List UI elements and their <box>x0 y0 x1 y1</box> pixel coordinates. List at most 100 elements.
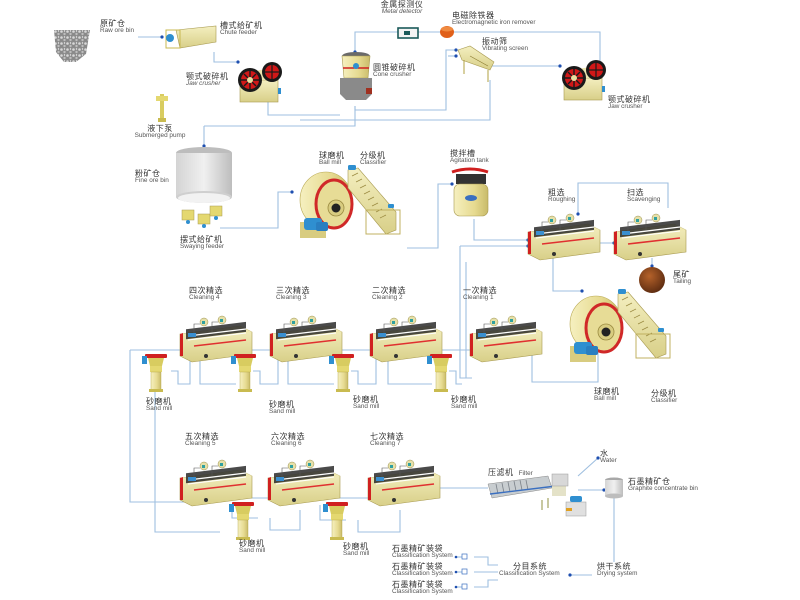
label-jaw-crusher-1: 颚式破碎机 Jaw crusher <box>186 72 229 88</box>
label-zh: 球磨机 <box>594 387 620 396</box>
label-zh: 四次精选 <box>189 286 223 295</box>
label-en: Classification System <box>392 588 453 596</box>
label-en: Sand mill <box>451 403 478 411</box>
cleaning-5-cell-shape <box>179 459 253 507</box>
label-en: Filter <box>518 470 533 477</box>
sand-mill-6-shape <box>322 501 349 541</box>
label-scavenging: 扫选 Scavenging <box>627 188 661 204</box>
label-zh: 金属探测仪 <box>380 0 424 9</box>
jaw-crusher-1-shape <box>237 61 283 103</box>
iron-remover-shape <box>440 26 454 38</box>
label-drying-system: 烘干系统 Drying system <box>597 562 638 578</box>
label-en: Classification System <box>499 570 560 578</box>
label-bag-2: 石墨精矿装袋 Classification System <box>392 562 453 578</box>
label-zh: 砂磨机 <box>451 395 477 404</box>
metal-detector-shape <box>397 27 419 39</box>
label-zh: 振动筛 <box>482 37 508 46</box>
label-chute-feeder: 槽式给矿机 Chute feeder <box>220 21 263 37</box>
label-fine-ore-bin: 粉矿仓 Fine ore bin <box>135 169 169 185</box>
flow-lines <box>129 31 669 588</box>
sand-mill-2-shape <box>230 353 257 393</box>
label-en: Sand mill <box>146 405 173 413</box>
label-en: Sand mill <box>343 550 370 558</box>
label-metal-detector: 金属探测仪 Metal detector <box>380 0 424 16</box>
label-en: Swaying feeder <box>180 243 225 251</box>
ball-mill-classifier-2-shape <box>568 287 672 364</box>
label-ball-mill-1: 球磨机 Ball mill <box>319 151 345 167</box>
jaw-crusher-2-shape <box>561 59 607 101</box>
vibrating-screen-shape <box>457 45 495 82</box>
submerged-pump-shape <box>156 94 168 122</box>
sand-mill-4-shape <box>426 353 453 393</box>
tailing-shape <box>639 267 665 293</box>
label-en: Classifier <box>651 397 678 405</box>
label-raw-ore-bin: 原矿仓 Raw ore bin <box>100 19 135 35</box>
label-en: Raw ore bin <box>100 27 135 35</box>
label-cone-crusher: 圆锥破碎机 Cone crusher <box>373 63 416 79</box>
label-sand-mill-2: 砂磨机 Sand mill <box>269 400 295 416</box>
cleaning-3-cell-shape <box>269 315 343 363</box>
label-en: Ball mill <box>319 159 342 167</box>
label-en: Cleaning 3 <box>276 294 307 302</box>
label-zh: 石墨精矿装袋 <box>392 562 443 571</box>
label-zh: 摆式给矿机 <box>180 235 223 244</box>
label-bag-3: 石墨精矿装袋 Classification System <box>392 580 453 596</box>
label-en: Jaw crusher <box>608 103 643 111</box>
label-zh: 砂磨机 <box>146 397 172 406</box>
label-en: Cleaning 2 <box>372 294 403 302</box>
label-zh: 二次精选 <box>372 286 406 295</box>
label-cleaning-7: 七次精选 Cleaning 7 <box>370 432 404 448</box>
label-zh: 粗选 <box>548 188 565 197</box>
label-sand-mill-5: 砂磨机 Sand mill <box>239 539 265 555</box>
chute-feeder-shape <box>165 25 217 49</box>
label-filter: 压滤机 Filter <box>488 462 533 479</box>
label-cleaning-1: 一次精选 Cleaning 1 <box>463 286 497 302</box>
label-en: Drying system <box>597 570 638 578</box>
label-en: Submerged pump <box>134 132 186 140</box>
label-jaw-crusher-2: 颚式破碎机 Jaw crusher <box>608 95 651 111</box>
label-zh: 砂磨机 <box>269 400 295 409</box>
filter-press-shape <box>487 473 587 517</box>
label-iron-remover: 电磁除铁器 Electromagnetic iron remover <box>452 11 535 27</box>
label-zh: 圆锥破碎机 <box>373 63 416 72</box>
label-ball-mill-2: 球磨机 Ball mill <box>594 387 620 403</box>
label-classifier-2: 分级机 Classifier <box>651 389 678 405</box>
label-zh: 球磨机 <box>319 151 345 160</box>
label-en: Cleaning 6 <box>271 440 302 448</box>
label-zh: 石墨精矿装袋 <box>392 580 443 589</box>
label-cleaning-2: 二次精选 Cleaning 2 <box>372 286 406 302</box>
label-zh: 六次精选 <box>271 432 305 441</box>
label-zh: 扫选 <box>627 188 644 197</box>
label-zh: 槽式给矿机 <box>220 21 263 30</box>
label-classification-system: 分目系统 Classification System <box>499 562 560 578</box>
label-zh: 原矿仓 <box>100 19 126 28</box>
label-en: Water <box>600 457 617 465</box>
cone-crusher-shape <box>340 52 372 100</box>
label-cleaning-5: 五次精选 Cleaning 5 <box>185 432 219 448</box>
label-en: Metal detector <box>381 8 423 16</box>
label-zh: 粉矿仓 <box>135 169 161 178</box>
roughing-cell-shape <box>527 213 601 261</box>
scavenging-cell-shape <box>613 213 687 261</box>
label-en: Classification System <box>392 570 453 578</box>
sand-mill-5-shape <box>228 501 255 541</box>
label-en: Classification System <box>392 552 453 560</box>
label-zh: 三次精选 <box>276 286 310 295</box>
label-zh: 液下泵 <box>147 124 173 133</box>
label-en: Vibrating screen <box>482 45 529 53</box>
cleaning-1-cell-shape <box>469 315 543 363</box>
label-en: Roughing <box>548 196 576 204</box>
label-zh: 砂磨机 <box>343 542 369 551</box>
label-zh: 砂磨机 <box>353 395 379 404</box>
label-zh: 搅拌槽 <box>450 149 476 158</box>
cleaning-6-cell-shape <box>267 459 341 507</box>
label-zh: 分目系统 <box>513 562 547 571</box>
label-zh: 七次精选 <box>370 432 404 441</box>
label-en: Classifier <box>360 159 387 167</box>
label-en: Tailing <box>673 278 692 286</box>
label-sand-mill-1: 砂磨机 Sand mill <box>146 397 173 413</box>
label-bag-1: 石墨精矿装袋 Classification System <box>392 544 453 560</box>
label-en: Scavenging <box>627 196 661 204</box>
label-zh: 五次精选 <box>185 432 219 441</box>
